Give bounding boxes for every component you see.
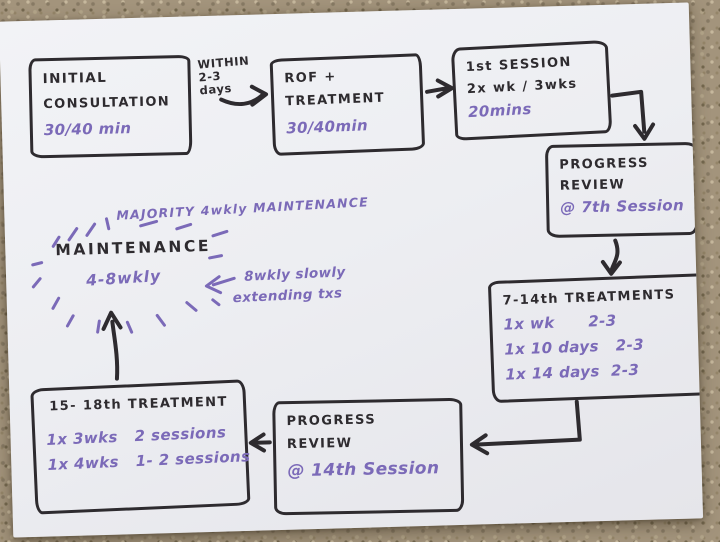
box-progress-review-7th: PROGRESS REVIEW @ 7th Session xyxy=(544,141,699,238)
box-title-line: PROGRESS xyxy=(559,155,649,173)
arrow-treat714-to-review14 xyxy=(469,399,582,456)
box-title-line: TREATMENT xyxy=(284,90,386,110)
arrow-rof-to-session1 xyxy=(425,78,454,99)
box-progress-review-14th: PROGRESS REVIEW @ 14th Session xyxy=(272,397,465,516)
box-rof-treatment: ROF + TREATMENT 30/40min xyxy=(269,53,426,156)
box-title-line: ROF + xyxy=(284,69,337,87)
box-title-line: PROGRESS xyxy=(286,412,377,430)
box-title-line: INITIAL xyxy=(42,69,108,88)
arrow-extending-note xyxy=(204,275,236,307)
box-note: 30/40 min xyxy=(43,119,132,140)
flow-arrows-layer xyxy=(31,78,656,456)
box-title-line: 15- 18th TREATMENT xyxy=(49,394,228,415)
box-treatments-7-14: 7-14th TREATMENTS 1x wk 2-3 1x 10 days 2… xyxy=(487,272,704,404)
box-note: 1x 14 days 2-3 xyxy=(504,361,640,384)
paper-sheet: INITIAL CONSULTATION 30/40 min WITHIN 2-… xyxy=(0,2,704,538)
arrow-session1-to-review7 xyxy=(610,89,656,141)
maintenance-sunburst-rays xyxy=(31,217,229,334)
arrow-review14-to-treat1518 xyxy=(248,432,272,453)
box-title-line: CONSULTATION xyxy=(43,93,171,112)
box-note: 20mins xyxy=(467,99,533,121)
box-title-line: 1st SESSION xyxy=(465,54,573,76)
arrow-initial-to-rof xyxy=(219,84,269,107)
edge-label-within-days: WITHIN 2-3 days xyxy=(196,53,250,98)
box-initial-consultation: INITIAL CONSULTATION 30/40 min xyxy=(28,54,193,159)
box-title-line: REVIEW xyxy=(286,435,353,452)
box-title-line: REVIEW xyxy=(559,177,626,194)
box-title-line: 2x wk / 3wks xyxy=(466,76,578,97)
box-first-session: 1st SESSION 2x wk / 3wks 20mins xyxy=(450,39,613,141)
box-note: @ 7th Session xyxy=(560,195,685,217)
arrow-review7-to-treat714 xyxy=(600,238,622,276)
box-note: 30/40min xyxy=(285,115,369,138)
arrow-treat1518-to-maintenance xyxy=(101,310,123,381)
box-treatment-15-18: 15- 18th TREATMENT 1x 3wks 2 sessions 1x… xyxy=(30,379,251,515)
box-note: @ 14th Session xyxy=(287,457,440,481)
